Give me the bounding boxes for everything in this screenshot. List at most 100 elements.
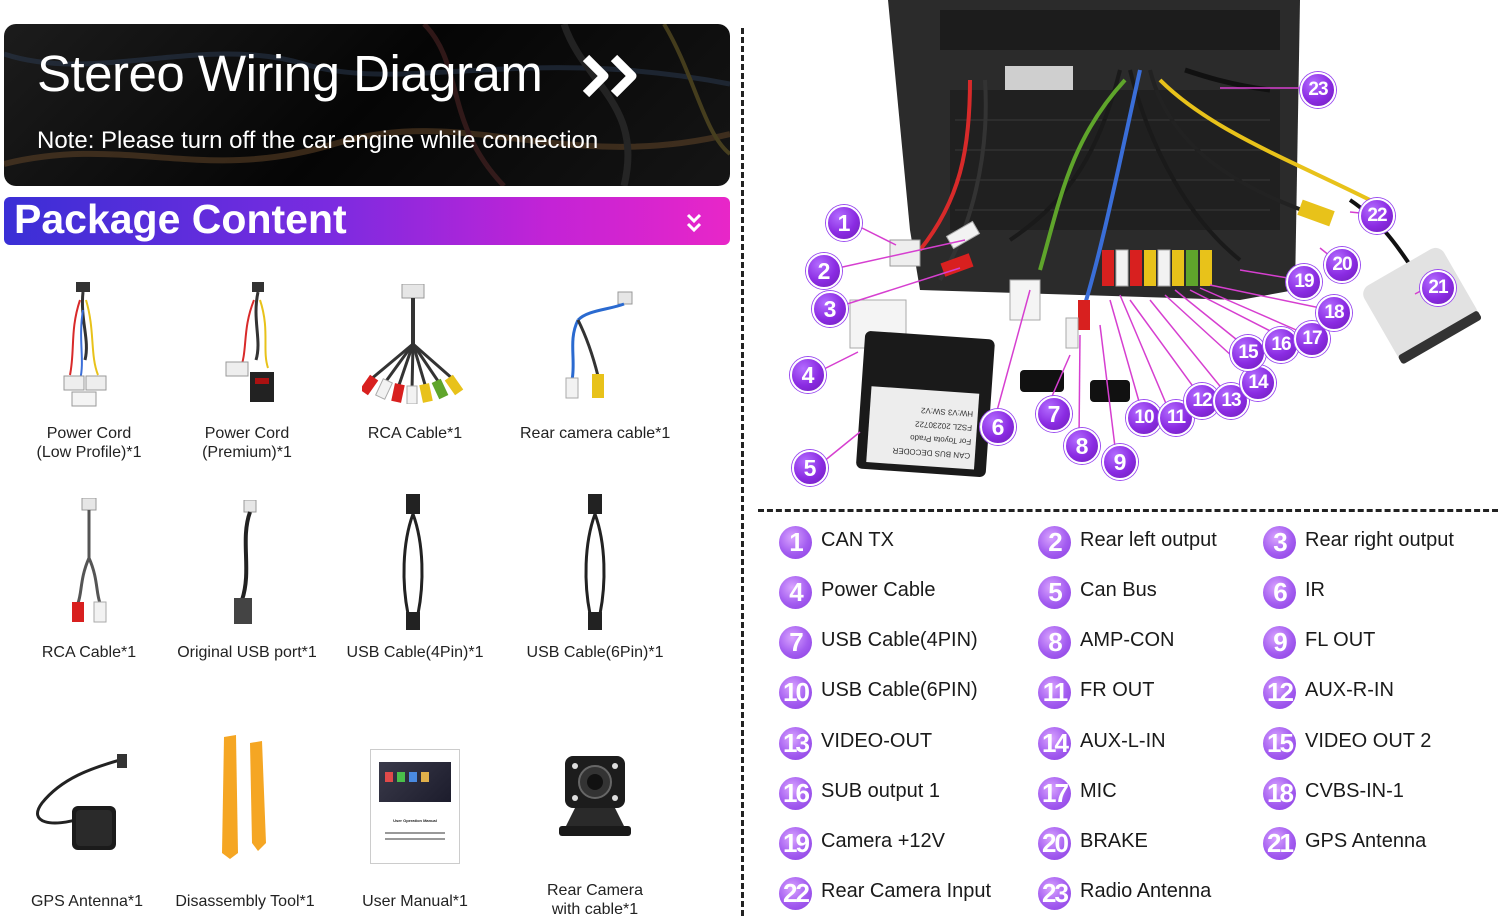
gps-antenna-icon [36,754,127,850]
legend-badge: 17 [1038,777,1071,810]
package-item-label: USB Cable(4Pin)*1 [346,644,484,661]
photo-badge-3: 3 [812,291,848,327]
package-item-label: Rear Camera with cable*1 [546,882,644,918]
photo-badge-16: 16 [1263,327,1299,363]
legend-label: Rear Camera Input [821,880,992,902]
legend-badge: 12 [1263,676,1296,709]
decoder-label-line: For Toyota Prado [909,433,971,446]
legend-label: Rear left output [1080,529,1217,551]
legend-label: GPS Antenna [1305,830,1427,852]
wiring-photo: CAN BUS DECODER For Toyota Prado FSZL 20… [770,0,1498,500]
photo-badge-21: 21 [1420,270,1456,306]
legend-badge: 18 [1263,777,1296,810]
package-content-title: Package Content [14,196,347,242]
decoder-label-line: HW:V3 SW:V2 [920,406,973,419]
legend-label: VIDEO OUT 2 [1305,730,1432,752]
legend-badge: 5 [1038,576,1071,609]
legend-badge: 11 [1038,676,1071,709]
vertical-divider [741,28,744,916]
legend-badge: 2 [1038,526,1071,559]
photo-badge-17: 17 [1294,321,1330,357]
photo-badge-2: 2 [806,253,842,289]
legend-label: Power Cable [821,579,936,601]
head-unit-wiring-image: CAN BUS DECODER For Toyota Prado FSZL 20… [821,0,1482,477]
package-content-bar: Package Content [4,196,730,245]
legend-badge: 13 [779,727,812,760]
manual-icon: User Operation Manual [370,749,460,864]
pry-tool-icon [222,735,266,859]
photo-badge-5: 5 [792,450,828,486]
legend-label: Camera +12V [821,830,945,852]
legend-badge: 19 [779,827,812,860]
photo-badge-7: 7 [1036,396,1072,432]
usb-cable-6pin-icon [584,494,606,630]
legend-badge: 6 [1263,576,1296,609]
legend-label: SUB output 1 [821,780,940,802]
legend-label: CVBS-IN-1 [1305,780,1404,802]
legend-label: Rear right output [1305,529,1454,551]
double-chevron-down-icon [686,213,702,233]
package-item-label: User Manual*1 [362,893,468,910]
legend-label: USB Cable(6PIN) [821,679,978,701]
legend-badge: 1 [779,526,812,559]
photo-badge-20: 20 [1324,247,1360,283]
legend-badge: 4 [779,576,812,609]
banner-note: Note: Please turn off the car engine whi… [37,127,599,154]
package-item-label: Rear camera cable*1 [520,425,671,442]
package-item-label: Power Cord (Low Profile)*1 [36,425,142,461]
legend-badge: 15 [1263,727,1296,760]
package-item-label: Disassembly Tool*1 [175,893,315,910]
photo-badge-8: 8 [1064,428,1100,464]
legend-label: AMP-CON [1080,629,1175,651]
photo-badge-9: 9 [1102,444,1138,480]
legend-badge: 23 [1038,877,1071,910]
package-item-label: Power Cord (Premium)*1 [202,425,292,461]
banner-title: Stereo Wiring Diagram [37,45,543,102]
usb-cable-4pin-icon [402,494,424,630]
legend-label: Radio Antenna [1080,880,1212,902]
photo-badge-15: 15 [1230,335,1266,371]
package-item-label: Original USB port*1 [177,644,317,661]
photo-badge-18: 18 [1316,295,1352,331]
legend-label: CAN TX [821,529,894,551]
photo-badge-14: 14 [1240,365,1276,401]
legend-label: VIDEO-OUT [821,730,933,752]
power-cord-premium-icon [225,282,274,402]
photo-badge-19: 19 [1286,264,1322,300]
legend-badge: 7 [779,626,812,659]
legend-badge: 14 [1038,727,1071,760]
wires-background-image [4,24,730,186]
photo-badge-23: 23 [1300,72,1336,108]
package-item-label: GPS Antenna*1 [30,893,144,910]
rca-cable-small-icon [72,498,107,623]
legend-label: IR [1305,579,1325,601]
legend-label: FL OUT [1305,629,1376,651]
camera-icon [559,756,631,836]
manual-cover-title: User Operation Manual [393,818,437,823]
legend-badge: 10 [779,676,812,709]
legend-badge: 20 [1038,827,1071,860]
legend-badge: 8 [1038,626,1071,659]
legend-badge: 3 [1263,526,1296,559]
rca-cable-icon [362,284,464,404]
package-item-label: USB Cable(6Pin)*1 [526,644,664,661]
double-chevron-right-icon [582,54,637,98]
horizontal-divider [758,509,1498,512]
legend-badge: 21 [1263,827,1296,860]
rear-camera-cable-icon [565,291,633,399]
legend-badge: 22 [779,877,812,910]
photo-badge-6: 6 [980,409,1016,445]
legend-label: AUX-L-IN [1080,730,1166,752]
photo-badge-4: 4 [790,357,826,393]
legend-label: BRAKE [1080,830,1148,852]
photo-badge-1: 1 [826,205,862,241]
photo-badge-22: 22 [1359,198,1395,234]
legend-label: AUX-R-IN [1305,679,1394,701]
legend-badge: 9 [1263,626,1296,659]
decoder-label-line: FSZL 20230722 [914,419,972,432]
legend-label: Can Bus [1080,579,1157,601]
legend-label: FR OUT [1080,679,1155,701]
photo-badge-10: 10 [1126,400,1162,436]
usb-port-icon [234,500,257,624]
package-item-label: RCA Cable*1 [41,644,137,661]
